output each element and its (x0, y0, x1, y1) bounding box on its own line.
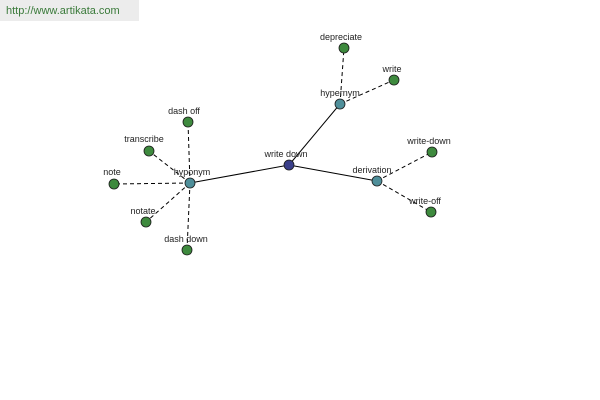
node-notate[interactable]: notate (130, 206, 156, 228)
edges-layer (113, 47, 433, 251)
node-note[interactable]: note (103, 167, 121, 190)
node-label-write: write (381, 64, 401, 74)
url-banner: http://www.artikata.com (0, 0, 139, 21)
node-label-derivation: derivation (352, 165, 391, 175)
node-write-down-leaf[interactable]: write-down (406, 136, 451, 158)
node-dash-off[interactable]: dash off (168, 106, 200, 128)
nodes-layer: write down hyponym hypernym derivation dash … (103, 32, 451, 256)
node-root[interactable]: write down (263, 149, 308, 171)
edge-hypernym-depreciate (339, 47, 345, 105)
node-label-notate: notate (130, 206, 155, 216)
node-dot-write[interactable] (388, 74, 400, 86)
edge-hyponym-dash-off (187, 121, 191, 184)
node-dot-write-off[interactable] (425, 206, 437, 218)
node-label-transcribe: transcribe (124, 134, 164, 144)
node-depreciate[interactable]: depreciate (320, 32, 362, 54)
node-transcribe[interactable]: transcribe (124, 134, 164, 157)
node-dot-depreciate[interactable] (338, 42, 350, 54)
node-dot-transcribe[interactable] (143, 145, 155, 157)
node-label-note: note (103, 167, 121, 177)
edge-hypernym-write (339, 79, 395, 105)
edge-root-hypernym (288, 103, 341, 166)
node-write[interactable]: write (381, 64, 402, 86)
node-label-depreciate: depreciate (320, 32, 362, 42)
node-hyponym[interactable]: hyponym (174, 167, 211, 189)
node-label-hyponym: hyponym (174, 167, 211, 177)
node-dot-root[interactable] (283, 159, 295, 171)
node-hypernym[interactable]: hypernym (320, 88, 360, 110)
edge-root-derivation (288, 164, 378, 182)
edge-root-hyponym (189, 164, 290, 184)
node-label-write-off: write-off (408, 196, 441, 206)
node-dot-hypernym[interactable] (334, 98, 346, 110)
node-dot-note[interactable] (108, 178, 120, 190)
edge-hyponym-note (113, 182, 191, 185)
node-derivation[interactable]: derivation (352, 165, 392, 187)
edge-derivation-write-down-leaf (376, 151, 433, 182)
node-dash-down[interactable]: dash down (164, 234, 208, 256)
node-dot-notate[interactable] (140, 216, 152, 228)
edge-derivation-write-off (376, 180, 432, 213)
edge-hyponym-notate (145, 182, 191, 223)
node-dot-derivation[interactable] (371, 175, 383, 187)
node-dot-dash-off[interactable] (182, 116, 194, 128)
edge-hyponym-transcribe (148, 150, 191, 184)
url-link[interactable]: http://www.artikata.com (6, 5, 120, 17)
node-dot-dash-down[interactable] (181, 244, 193, 256)
node-label-dash-down: dash down (164, 234, 208, 244)
node-dot-write-down-leaf[interactable] (426, 146, 438, 158)
node-write-off[interactable]: write-off (408, 196, 441, 218)
node-label-root: write down (263, 149, 307, 159)
node-label-hypernym: hypernym (320, 88, 360, 98)
node-label-write-down-leaf: write-down (406, 136, 451, 146)
node-dot-hyponym[interactable] (184, 177, 196, 189)
node-label-dash-off: dash off (168, 106, 200, 116)
